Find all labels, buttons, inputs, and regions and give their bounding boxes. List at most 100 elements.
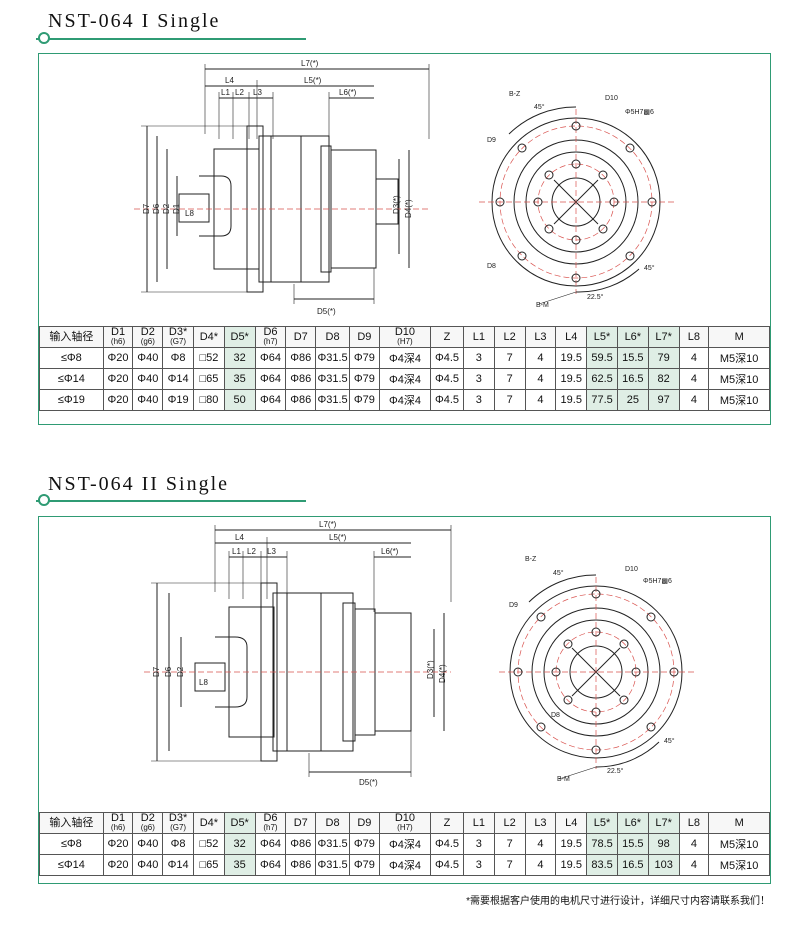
column-header: D5* [223, 812, 256, 834]
table-cell: 98 [647, 833, 680, 855]
table-cell: Φ4.5 [430, 389, 464, 411]
column-header: L3 [524, 326, 557, 348]
table-cell: Φ8 [162, 347, 194, 369]
table-cell: 3 [462, 368, 495, 390]
front-view [479, 106, 674, 305]
table-cell: Φ4深4 [378, 854, 432, 876]
table-cell: 7 [493, 347, 526, 369]
table-cell: Φ79 [349, 833, 380, 855]
dim-l6-label: L6(*) [381, 547, 399, 556]
table-cell: Φ64 [254, 833, 287, 855]
table-cell: 19.5 [555, 347, 588, 369]
side-view-labels: L7(*) L4 L5(*) L1 L2 L3 L6(*) D5(*) D7 D… [142, 59, 413, 316]
table-cell: □65 [192, 854, 225, 876]
column-header: D8 [315, 326, 351, 348]
table-cell: 83.5 [586, 854, 618, 876]
angle-45-top-label: 45° [553, 569, 564, 577]
bz-label: B-Z [509, 91, 521, 98]
table-cell: Φ86 [285, 389, 317, 411]
table-cell: 7 [493, 389, 526, 411]
table-cell: ≤Φ8 [39, 833, 104, 855]
column-header: 输入轴径 [39, 812, 104, 834]
dim-d5-label: D5(*) [317, 307, 336, 316]
table-cell: 4 [678, 833, 710, 855]
column-header: D8 [315, 812, 351, 834]
table-cell: Φ64 [254, 389, 287, 411]
column-header: L4 [555, 812, 588, 834]
table-cell: 3 [462, 854, 495, 876]
column-header: D4* [192, 812, 225, 834]
side-view [144, 525, 452, 777]
table-cell: 19.5 [555, 854, 588, 876]
table-cell: Φ79 [349, 368, 380, 390]
dim-d3-label: D3(*) [426, 660, 435, 679]
column-header: D6(h7) [254, 326, 287, 348]
footnote: *需要根据客户使用的电机尺寸进行设计，详细尺寸内容请联系我们！ [466, 896, 770, 907]
table-cell: 15.5 [616, 833, 649, 855]
dim-d1-label: D1 [172, 203, 181, 214]
table-cell: Φ4深4 [378, 833, 432, 855]
column-header: L1 [462, 812, 495, 834]
column-header: M [708, 812, 770, 834]
column-header: D7 [285, 812, 317, 834]
column-header: L4 [555, 326, 588, 348]
table-cell: Φ86 [285, 368, 317, 390]
table-cell: Φ31.5 [315, 389, 351, 411]
section-2-title-dot [38, 494, 50, 506]
dim-d3-label: D3(*) [392, 195, 401, 214]
table-cell: Φ86 [285, 833, 317, 855]
angle-45-bottom-label: 45° [644, 264, 655, 272]
table-cell: 25 [616, 389, 649, 411]
column-header: Z [430, 812, 464, 834]
table-cell: Φ4.5 [430, 854, 464, 876]
table-cell: Φ20 [102, 854, 134, 876]
column-header: L7* [647, 326, 680, 348]
table-cell: ≤Φ8 [39, 347, 104, 369]
table-cell: 78.5 [586, 833, 618, 855]
dim-d7-label: D7 [142, 203, 151, 214]
table-cell: Φ64 [254, 368, 287, 390]
table-cell: 4 [678, 854, 710, 876]
column-header: L5* [586, 812, 618, 834]
column-header: D3*(G7) [162, 812, 194, 834]
table-cell: Φ8 [162, 833, 194, 855]
bm-label: B-M [557, 776, 570, 783]
table-cell: Φ40 [132, 389, 164, 411]
column-header: D2(g6) [132, 326, 164, 348]
section-2-drawing: L7(*) L4 L5(*) L1 L2 L3 L6(*) D5(*) D7 D… [144, 520, 694, 787]
column-header: 输入轴径 [39, 326, 104, 348]
column-header: L6* [616, 812, 649, 834]
table-cell: 4 [524, 833, 557, 855]
table-cell: 19.5 [555, 389, 588, 411]
table-cell: Φ64 [254, 854, 287, 876]
table-cell: Φ31.5 [315, 833, 351, 855]
table-cell: 35 [223, 854, 256, 876]
side-view [134, 64, 430, 304]
table-cell: Φ4.5 [430, 347, 464, 369]
table-cell: 4 [524, 347, 557, 369]
column-header: D2(g6) [132, 812, 164, 834]
d9-label: D9 [509, 602, 518, 609]
d9-label: D9 [487, 137, 496, 144]
dim-l2-label: L2 [235, 88, 244, 97]
column-header: D6(h7) [254, 812, 287, 834]
dim-d6-label: D6 [164, 666, 173, 677]
dim-l3-label: L3 [267, 547, 276, 556]
column-header: D7 [285, 326, 317, 348]
dim-l7-label: L7(*) [319, 520, 337, 529]
table-cell: ≤Φ14 [39, 368, 104, 390]
column-header: D1(h6) [102, 812, 134, 834]
table-cell: M5深10 [708, 347, 770, 369]
dim-l7-label: L7(*) [301, 59, 319, 68]
d10-label: D10 [625, 566, 638, 573]
dim-d6-label: D6 [152, 203, 161, 214]
table-cell: Φ14 [162, 854, 194, 876]
table-cell: Φ79 [349, 389, 380, 411]
table-cell: Φ40 [132, 854, 164, 876]
column-header: D3*(G7) [162, 326, 194, 348]
bm-label: B-M [536, 302, 549, 309]
section-1-panel: L7(*) L4 L5(*) L1 L2 L3 L6(*) D5(*) D7 D… [38, 53, 771, 425]
